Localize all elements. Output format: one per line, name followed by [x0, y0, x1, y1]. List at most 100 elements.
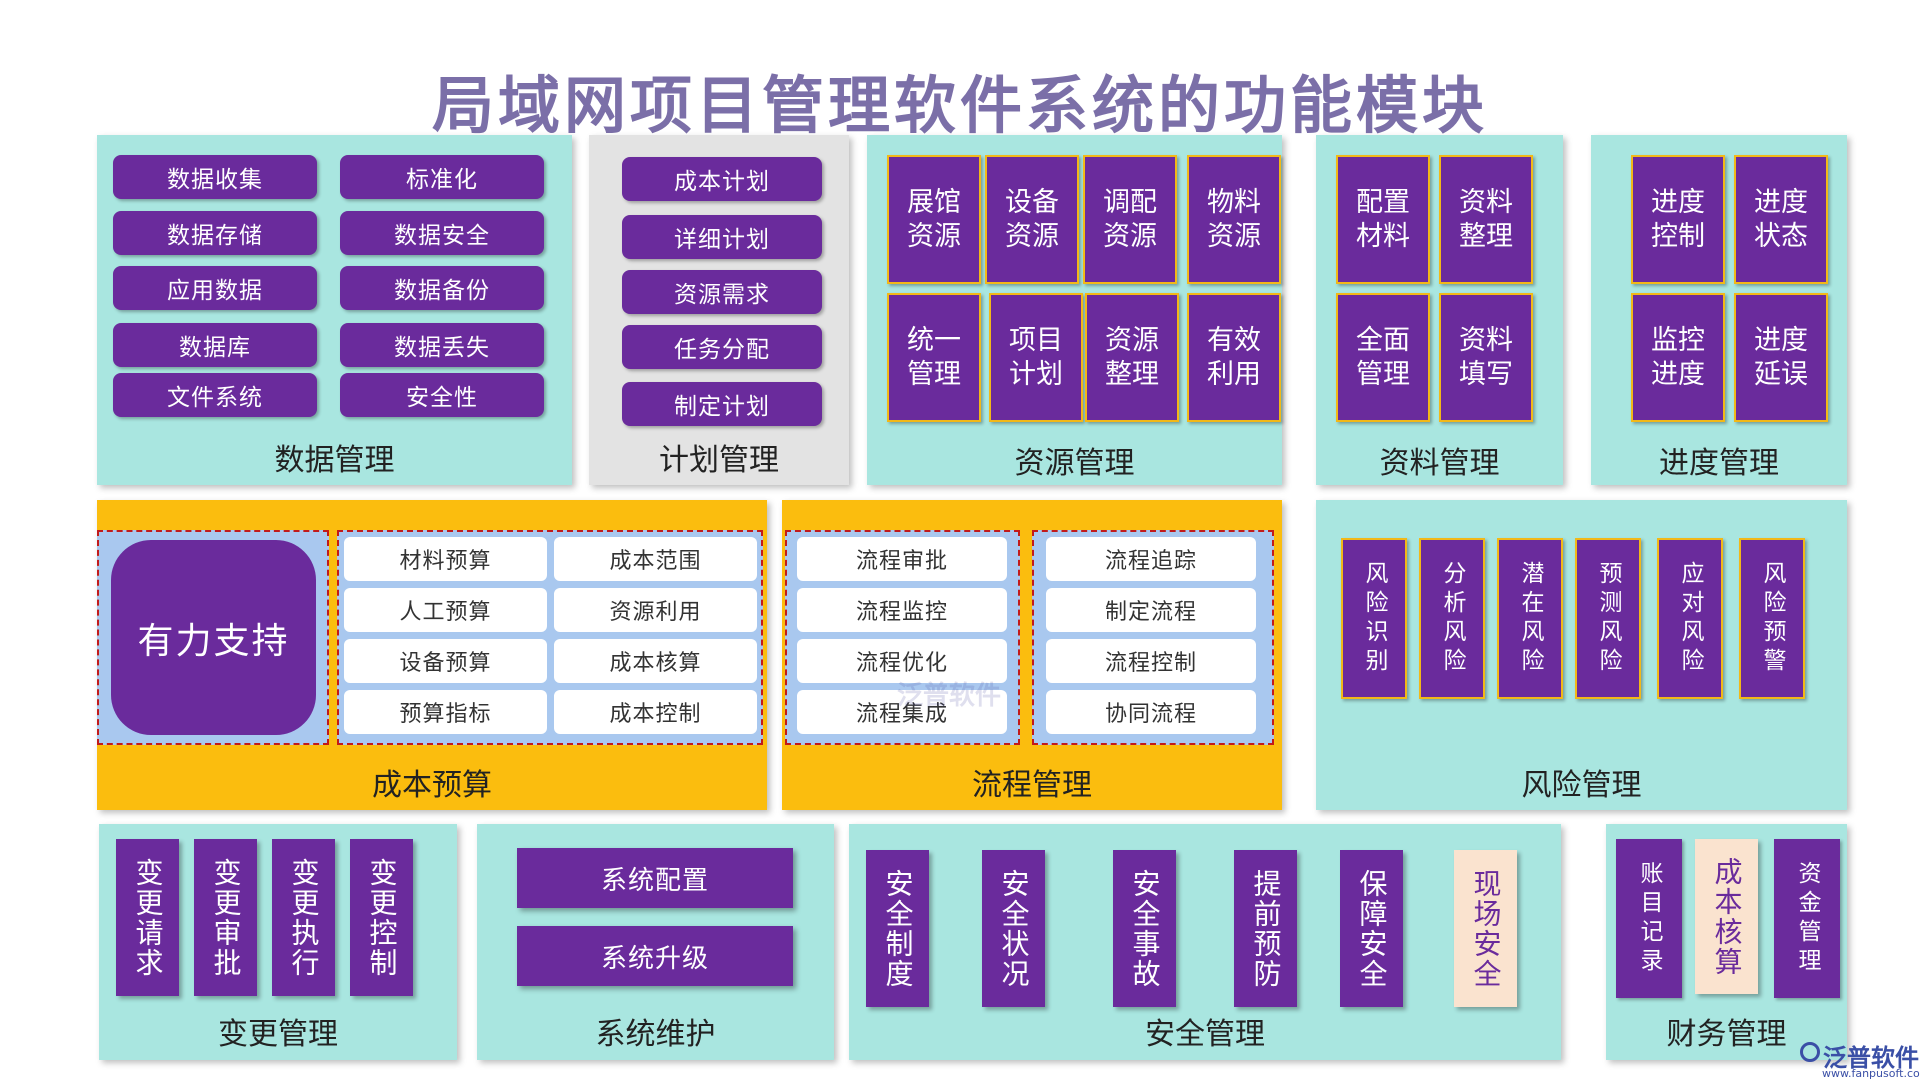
- resource-item[interactable]: 设备 资源: [985, 155, 1079, 284]
- resource-item[interactable]: 项目 计划: [989, 293, 1083, 422]
- change-management-panel: 变更请求 变更审批 变更执行 变更控制 变更管理: [99, 824, 457, 1060]
- process-item[interactable]: 流程控制: [1046, 639, 1256, 683]
- safety-item[interactable]: 安全事故: [1113, 850, 1176, 1007]
- process-item[interactable]: 流程监控: [797, 588, 1007, 632]
- change-item[interactable]: 变更控制: [350, 839, 413, 996]
- safety-item[interactable]: 提前预防: [1234, 850, 1297, 1007]
- finance-item[interactable]: 成本核算: [1695, 839, 1758, 994]
- system-upgrade-button[interactable]: 系统升级: [517, 926, 793, 986]
- resource-item[interactable]: 有效 利用: [1187, 293, 1281, 422]
- finance-item[interactable]: 账目记录: [1616, 839, 1682, 998]
- finance-management-panel: 账目记录 成本核算 资金管理 财务管理: [1606, 824, 1847, 1060]
- change-item[interactable]: 变更执行: [272, 839, 335, 996]
- page-title: 局域网项目管理软件系统的功能模块: [431, 69, 1488, 142]
- budget-item[interactable]: 材料预算: [344, 537, 547, 581]
- safety-item[interactable]: 安全制度: [866, 850, 929, 1007]
- plan-management-panel: 成本计划 详细计划 资源需求 任务分配 制定计划 计划管理: [589, 135, 849, 485]
- panel-label: 进度管理: [1659, 446, 1779, 481]
- data-item[interactable]: 数据丢失: [340, 323, 544, 367]
- data-item[interactable]: 数据存储: [113, 211, 317, 255]
- budget-item[interactable]: 成本控制: [554, 690, 757, 734]
- data-management-panel: 数据收集 标准化 数据存储 数据安全 应用数据 数据备份 数据库 数据丢失 文件…: [97, 135, 572, 485]
- data-item[interactable]: 安全性: [340, 373, 544, 417]
- budget-item[interactable]: 资源利用: [554, 588, 757, 632]
- plan-item[interactable]: 详细计划: [622, 215, 822, 259]
- resource-item[interactable]: 物料 资源: [1187, 155, 1281, 284]
- plan-item[interactable]: 成本计划: [622, 157, 822, 201]
- plan-item[interactable]: 制定计划: [622, 382, 822, 426]
- panel-label: 系统维护: [595, 1017, 716, 1052]
- process-item[interactable]: 流程集成: [797, 690, 1007, 734]
- process-item[interactable]: 流程审批: [797, 537, 1007, 581]
- material-item[interactable]: 资料 整理: [1439, 155, 1533, 284]
- safety-item[interactable]: 现场安全: [1454, 850, 1517, 1007]
- risk-item[interactable]: 风险识别: [1341, 538, 1407, 699]
- panel-label: 资料管理: [1379, 446, 1500, 481]
- risk-item[interactable]: 应对风险: [1657, 538, 1723, 699]
- support-button[interactable]: 有力支持: [111, 540, 316, 735]
- data-item[interactable]: 数据安全: [340, 211, 544, 255]
- plan-item[interactable]: 资源需求: [622, 270, 822, 314]
- panel-label: 安全管理: [1145, 1017, 1265, 1052]
- support-box: 有力支持: [97, 530, 329, 745]
- risk-item[interactable]: 分析风险: [1419, 538, 1485, 699]
- plan-item[interactable]: 任务分配: [622, 325, 822, 369]
- panel-label: 数据管理: [274, 443, 395, 478]
- risk-item[interactable]: 潜在风险: [1497, 538, 1563, 699]
- safety-management-panel: 安全制度 安全状况 安全事故 提前预防 保障安全 现场安全 安全管理: [849, 824, 1561, 1060]
- process-items-box-right: 流程追踪 制定流程 流程控制 协同流程: [1032, 530, 1274, 745]
- progress-management-panel: 进度 控制 进度 状态 监控 进度 进度 延误 进度管理: [1591, 135, 1847, 485]
- data-item[interactable]: 标准化: [340, 155, 544, 199]
- risk-item[interactable]: 预测风险: [1575, 538, 1641, 699]
- budget-item[interactable]: 成本范围: [554, 537, 757, 581]
- progress-item[interactable]: 进度 控制: [1631, 155, 1725, 284]
- data-item[interactable]: 数据备份: [340, 266, 544, 310]
- resource-management-panel: 展馆 资源 设备 资源 调配 资源 物料 资源 统一 管理 项目 计划 资源 整…: [867, 135, 1282, 485]
- panel-label: 流程管理: [972, 768, 1092, 803]
- change-item[interactable]: 变更审批: [194, 839, 257, 996]
- data-item[interactable]: 数据库: [113, 323, 317, 367]
- process-item[interactable]: 流程追踪: [1046, 537, 1256, 581]
- material-item[interactable]: 资料 填写: [1439, 293, 1533, 422]
- process-items-box-left: 流程审批 流程监控 流程优化 流程集成: [785, 530, 1020, 745]
- data-item[interactable]: 数据收集: [113, 155, 317, 199]
- safety-item[interactable]: 安全状况: [982, 850, 1045, 1007]
- change-item[interactable]: 变更请求: [116, 839, 179, 996]
- panel-label: 成本预算: [372, 768, 492, 803]
- system-maintenance-panel: 系统配置 系统升级 系统维护: [477, 824, 834, 1060]
- panel-label: 风险管理: [1521, 768, 1642, 803]
- material-item[interactable]: 全面 管理: [1336, 293, 1430, 422]
- progress-item[interactable]: 监控 进度: [1631, 293, 1725, 422]
- process-item[interactable]: 协同流程: [1046, 690, 1256, 734]
- resource-item[interactable]: 资源 整理: [1085, 293, 1179, 422]
- brand-logo-icon: [1800, 1042, 1820, 1062]
- process-item[interactable]: 制定流程: [1046, 588, 1256, 632]
- resource-item[interactable]: 展馆 资源: [887, 155, 981, 284]
- finance-item[interactable]: 资金管理: [1774, 839, 1840, 998]
- process-item[interactable]: 流程优化: [797, 639, 1007, 683]
- resource-item[interactable]: 统一 管理: [887, 293, 981, 422]
- data-item[interactable]: 应用数据: [113, 266, 317, 310]
- budget-item[interactable]: 成本核算: [554, 639, 757, 683]
- material-item[interactable]: 配置 材料: [1336, 155, 1430, 284]
- resource-item[interactable]: 调配 资源: [1083, 155, 1177, 284]
- watermark: 泛普软件: [897, 681, 1002, 711]
- cost-budget-panel: 有力支持 材料预算 成本范围 人工预算 资源利用 设备预算 成本核算 预算指标 …: [97, 500, 767, 810]
- budget-item[interactable]: 设备预算: [344, 639, 547, 683]
- progress-item[interactable]: 进度 状态: [1734, 155, 1828, 284]
- safety-item[interactable]: 保障安全: [1340, 850, 1403, 1007]
- budget-item[interactable]: 人工预算: [344, 588, 547, 632]
- brand-logo: 泛普软件 www.fanpusoft.com: [1800, 1038, 1920, 1080]
- material-management-panel: 配置 材料 资料 整理 全面 管理 资料 填写 资料管理: [1316, 135, 1563, 485]
- panel-label: 资源管理: [1014, 446, 1135, 481]
- budget-items-box: 材料预算 成本范围 人工预算 资源利用 设备预算 成本核算 预算指标 成本控制: [337, 530, 763, 745]
- brand-name: 泛普软件: [1823, 1044, 1919, 1072]
- progress-item[interactable]: 进度 延误: [1734, 293, 1828, 422]
- system-config-button[interactable]: 系统配置: [517, 848, 793, 908]
- data-item[interactable]: 文件系统: [113, 373, 317, 417]
- panel-label: 变更管理: [218, 1017, 338, 1052]
- risk-item[interactable]: 风险预警: [1739, 538, 1805, 699]
- budget-item[interactable]: 预算指标: [344, 690, 547, 734]
- process-management-panel: 流程审批 流程监控 流程优化 流程集成 流程追踪 制定流程 流程控制 协同流程 …: [782, 500, 1282, 810]
- panel-label: 计划管理: [659, 443, 779, 478]
